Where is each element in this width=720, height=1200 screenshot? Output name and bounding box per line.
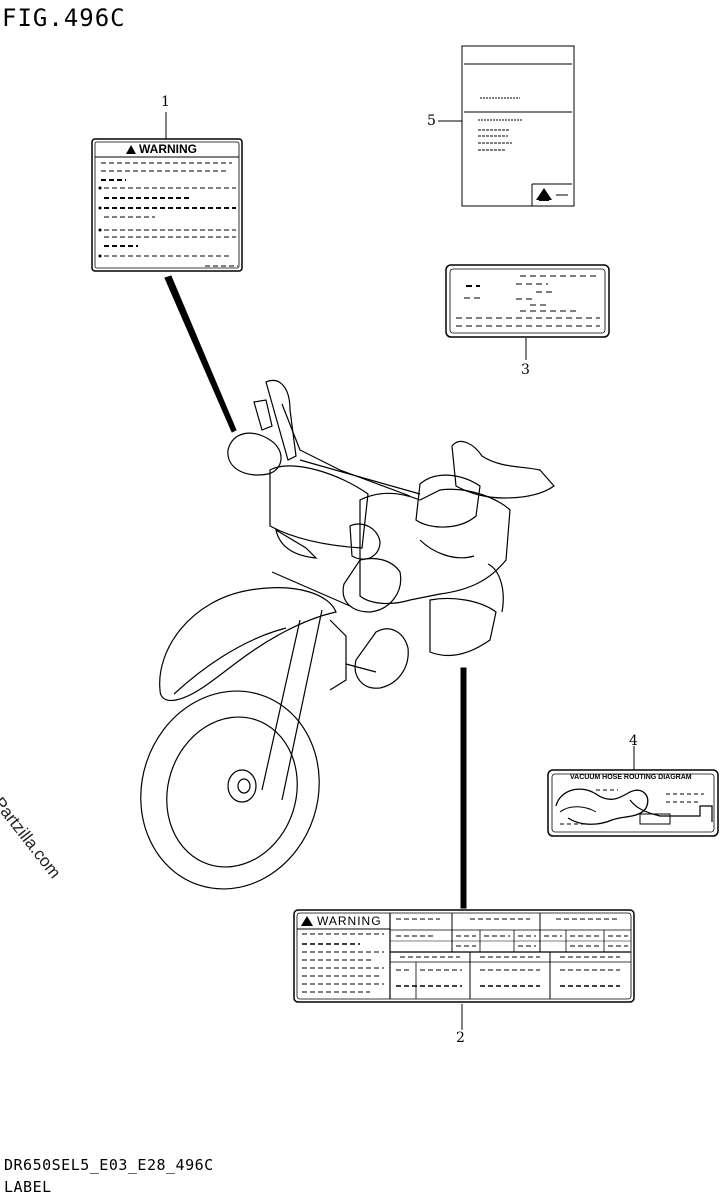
label-2-warning-text: WARNING	[317, 914, 382, 928]
leader-2-bar	[460, 667, 467, 909]
callout-1: 1	[161, 94, 170, 110]
figure-label: LABEL	[4, 1178, 52, 1196]
leader-1-bar	[164, 275, 237, 433]
warning-triangle-icon	[126, 144, 136, 154]
label-1-warning-text: WARNING	[139, 142, 197, 156]
figure-title: FIG.496C	[2, 4, 126, 32]
suzuki-logo-icon	[536, 188, 552, 201]
callout-2: 2	[456, 1030, 465, 1046]
callout-4: 4	[629, 733, 638, 749]
warning-triangle-icon	[301, 916, 313, 926]
label-4-vacuum-title: VACUUM HOSE ROUTING DIAGRAM	[570, 774, 692, 781]
callout-5: 5	[427, 113, 436, 129]
label-3	[445, 264, 610, 338]
leader-lines	[164, 112, 635, 1030]
label-4-vacuum	[547, 769, 719, 837]
label-1-warning	[91, 138, 243, 272]
label-2-warning-header: WARNING	[301, 914, 382, 928]
figure-code: DR650SEL5_E03_E28_496C	[4, 1156, 214, 1174]
label-1-warning-header: WARNING	[126, 142, 197, 156]
callout-3: 3	[521, 362, 530, 378]
motorcycle-drawing	[140, 379, 555, 890]
label-5-manual	[461, 45, 575, 207]
label-2-warning-table	[293, 909, 635, 1003]
